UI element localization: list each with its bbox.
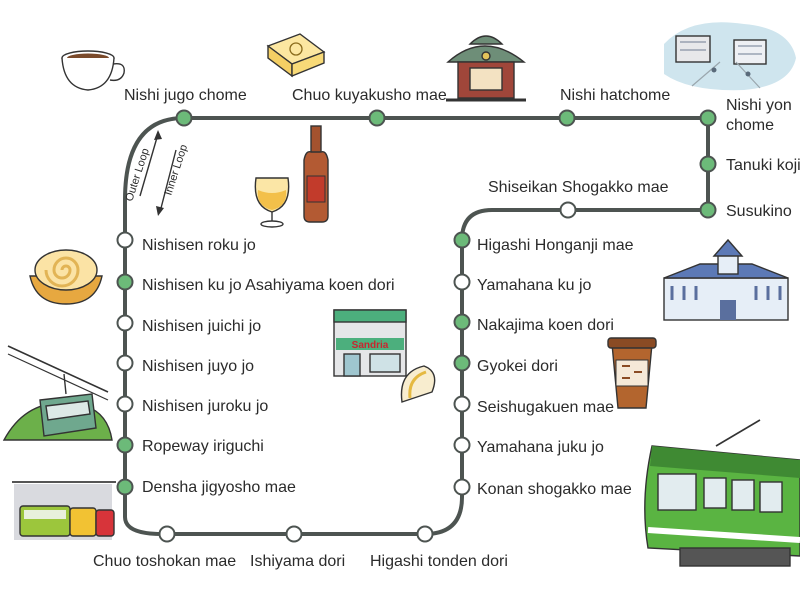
- station-label-susukino[interactable]: Susukino: [726, 203, 792, 220]
- station-marker-ropeway-iriguchi[interactable]: [116, 436, 134, 454]
- clock-tower-building-icon: [663, 238, 789, 321]
- coffee-to-go-icon: [607, 337, 657, 409]
- station-marker-seishugakuen-mae[interactable]: [453, 395, 471, 413]
- station-marker-nishi-jugo-chome[interactable]: [175, 109, 193, 127]
- sandwich-shop-icon: Sandria: [333, 309, 436, 403]
- butter-block-icon: [266, 33, 326, 78]
- station-marker-higashi-tonden-dori[interactable]: [416, 525, 434, 543]
- city-street-icon: [664, 22, 796, 91]
- tram-depot-icon: [12, 481, 116, 540]
- station-label-yamahana-ku-jo[interactable]: Yamahana ku jo: [477, 277, 592, 294]
- station-label-nakajima-koen-dori[interactable]: Nakajima koen dori: [477, 317, 614, 334]
- station-marker-nishisen-ku-jo-asahiyama-koen-dori[interactable]: [116, 273, 134, 291]
- station-label-konan-shogakko-mae[interactable]: Konan shogakko mae: [477, 481, 632, 498]
- station-marker-ishiyama-dori[interactable]: [285, 525, 303, 543]
- station-marker-nishisen-juyo-jo[interactable]: [116, 354, 134, 372]
- station-marker-nishi-yon-chome[interactable]: [699, 109, 717, 127]
- station-marker-nishisen-juroku-jo[interactable]: [116, 395, 134, 413]
- loop-direction-indicator: Outer Loop Inner Loop: [123, 130, 190, 216]
- inner-loop-label: Inner Loop: [162, 143, 190, 197]
- station-label-gyokei-dori[interactable]: Gyokei dori: [477, 358, 558, 375]
- station-marker-gyokei-dori[interactable]: [453, 354, 471, 372]
- station-label-chuo-toshokan-mae[interactable]: Chuo toshokan mae: [93, 553, 236, 570]
- station-label-ishiyama-dori[interactable]: Ishiyama dori: [250, 553, 345, 570]
- ropeway-gondola-icon: [2, 345, 113, 441]
- station-marker-chuo-kuyakusho-mae[interactable]: [368, 109, 386, 127]
- station-marker-nishisen-roku-jo[interactable]: [116, 231, 134, 249]
- station-label-nishisen-roku-jo[interactable]: Nishisen roku jo: [142, 237, 256, 254]
- station-label-nishisen-juroku-jo[interactable]: Nishisen juroku jo: [142, 398, 268, 415]
- beer-bottle-glass-icon: [254, 125, 329, 228]
- station-label-higashi-honganji-mae[interactable]: Higashi Honganji mae: [477, 237, 634, 254]
- station-marker-chuo-toshokan-mae[interactable]: [158, 525, 176, 543]
- station-marker-konan-shogakko-mae[interactable]: [453, 478, 471, 496]
- station-marker-yamahana-ku-jo[interactable]: [453, 273, 471, 291]
- station-label-nishi-jugo-chome[interactable]: Nishi jugo chome: [124, 87, 247, 104]
- station-marker-nishisen-juichi-jo[interactable]: [116, 314, 134, 332]
- station-marker-yamahana-juku-jo[interactable]: [453, 436, 471, 454]
- shrine-icon: [446, 35, 526, 102]
- station-label-shiseikan-shogakko-mae[interactable]: Shiseikan Shogakko mae: [488, 179, 669, 196]
- station-label-higashi-tonden-dori[interactable]: Higashi tonden dori: [370, 553, 508, 570]
- station-marker-higashi-honganji-mae[interactable]: [453, 231, 471, 249]
- station-label-tanuki-koji[interactable]: Tanuki koji: [726, 157, 800, 174]
- station-marker-shiseikan-shogakko-mae[interactable]: [559, 201, 577, 219]
- station-label-nishisen-ku-jo-asahiyama-koen-dori[interactable]: Nishisen ku jo Asahiyama koen dori: [142, 277, 395, 294]
- station-label-nishisen-juichi-jo[interactable]: Nishisen juichi jo: [142, 318, 261, 335]
- station-label-densha-jigyosho-mae[interactable]: Densha jigyosho mae: [142, 479, 296, 496]
- station-marker-nishi-hatchome[interactable]: [558, 109, 576, 127]
- station-marker-densha-jigyosho-mae[interactable]: [116, 478, 134, 496]
- station-label-yamahana-juku-jo[interactable]: Yamahana juku jo: [477, 439, 604, 456]
- station-label-seishugakuen-mae[interactable]: Seishugakuen mae: [477, 399, 614, 416]
- sandria-sign: Sandria: [352, 340, 389, 351]
- station-label-chuo-kuyakusho-mae[interactable]: Chuo kuyakusho mae: [292, 87, 447, 104]
- station-label-ropeway-iriguchi[interactable]: Ropeway iriguchi: [142, 438, 264, 455]
- station-markers: [116, 109, 717, 543]
- station-marker-susukino[interactable]: [699, 201, 717, 219]
- streetcar-icon: [644, 419, 800, 567]
- station-label-nishisen-juyo-jo[interactable]: Nishisen juyo jo: [142, 358, 254, 375]
- station-marker-tanuki-koji[interactable]: [699, 155, 717, 173]
- swiss-roll-icon: [29, 249, 103, 305]
- station-marker-nakajima-koen-dori[interactable]: [453, 313, 471, 331]
- coffee-cup-icon: [61, 50, 125, 91]
- station-label-nishi-hatchome[interactable]: Nishi hatchome: [560, 87, 670, 104]
